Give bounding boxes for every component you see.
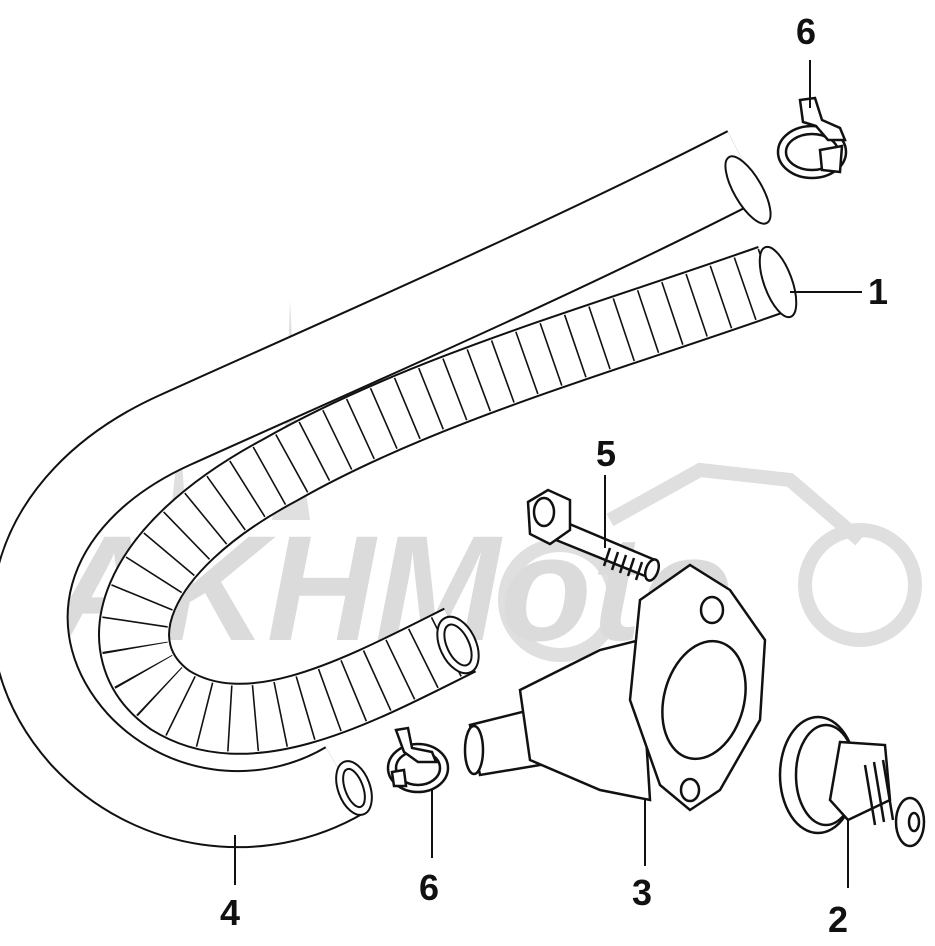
leader-lines — [234, 60, 862, 888]
callout-3: 3 — [632, 872, 652, 913]
callout-1: 1 — [868, 271, 888, 312]
thermostat-housing — [463, 563, 767, 812]
hose-long-end-top — [724, 155, 772, 225]
callout-6-bottom: 6 — [419, 867, 439, 908]
bolt — [526, 488, 661, 582]
callout-4: 4 — [220, 892, 240, 933]
drain-plug-thread-lines — [863, 759, 895, 826]
bolt-thread-lines — [602, 547, 644, 581]
clamp-bottom — [386, 726, 450, 794]
hose-long — [0, 130, 772, 849]
callouts: 1 2 3 4 5 6 6 — [220, 11, 888, 940]
watermark-motorcycle-icon — [498, 462, 922, 662]
drain-plug — [778, 715, 926, 848]
callout-5: 5 — [596, 433, 616, 474]
clamp-top — [776, 96, 848, 180]
callout-6-top: 6 — [796, 11, 816, 52]
hose-spiral-end-top — [758, 245, 798, 319]
hose-spiral — [98, 245, 798, 755]
callout-2: 2 — [828, 899, 848, 940]
